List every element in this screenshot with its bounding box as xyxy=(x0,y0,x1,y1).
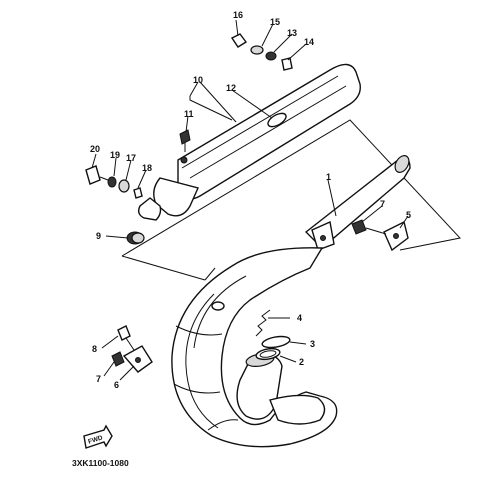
spring-4 xyxy=(255,309,271,337)
bolt-7-upper xyxy=(351,219,367,235)
callout-15: 15 xyxy=(270,17,280,27)
callout-labels: 16 15 13 14 10 12 11 20 19 17 18 9 1 7 5… xyxy=(90,10,411,390)
fwd-arrow-icon: FWD xyxy=(83,424,113,449)
gasket-9 xyxy=(126,231,145,245)
washer-13 xyxy=(265,51,277,61)
silencer-outlet xyxy=(137,197,162,221)
callout-3: 3 xyxy=(310,339,315,349)
callout-7-lower: 7 xyxy=(96,374,101,384)
collar-18 xyxy=(133,187,143,199)
callout-8: 8 xyxy=(92,344,97,354)
bracket-6-assembly xyxy=(111,325,153,373)
silencer-label-plate xyxy=(267,112,287,128)
callout-5: 5 xyxy=(406,210,411,220)
callout-18: 18 xyxy=(142,163,152,173)
callout-7-upper: 7 xyxy=(380,199,385,209)
bolt-20 xyxy=(85,165,101,185)
callout-14: 14 xyxy=(304,37,314,47)
leader-lines xyxy=(91,19,409,381)
silencer-top-mount-hardware xyxy=(230,33,293,71)
callout-6: 6 xyxy=(114,380,119,390)
catalog-code: 3XK1100-1080 xyxy=(72,458,129,468)
washer-15 xyxy=(250,45,264,55)
silencer-end-cap xyxy=(153,177,199,217)
callout-17: 17 xyxy=(126,153,136,163)
callout-12: 12 xyxy=(226,83,236,93)
silencer-rear-mount-hardware xyxy=(85,165,143,199)
silencer-group-frame xyxy=(121,119,461,281)
fwd-label: FWD xyxy=(87,434,104,445)
callout-4: 4 xyxy=(297,313,302,323)
callout-10: 10 xyxy=(193,75,203,85)
washer-19 xyxy=(107,176,117,188)
o-ring-3 xyxy=(261,335,291,349)
bolt-11 xyxy=(179,129,191,152)
exhaust-pipe xyxy=(171,155,411,448)
bolt-7-lower xyxy=(111,351,125,367)
callout-2: 2 xyxy=(299,357,304,367)
callout-16: 16 xyxy=(233,10,243,20)
bolt-16 xyxy=(230,33,248,48)
damper-17 xyxy=(118,179,130,193)
bolt-8 xyxy=(117,325,131,341)
bracket-5-assembly xyxy=(351,219,409,252)
callout-20: 20 xyxy=(90,144,100,154)
callout-1: 1 xyxy=(326,172,331,182)
callout-19: 19 xyxy=(110,150,120,160)
callout-9: 9 xyxy=(96,231,101,241)
silencer-body xyxy=(137,63,361,221)
gasket-2 xyxy=(255,347,281,361)
callout-13: 13 xyxy=(287,28,297,38)
collar-14 xyxy=(281,57,293,71)
callout-11: 11 xyxy=(184,109,194,119)
